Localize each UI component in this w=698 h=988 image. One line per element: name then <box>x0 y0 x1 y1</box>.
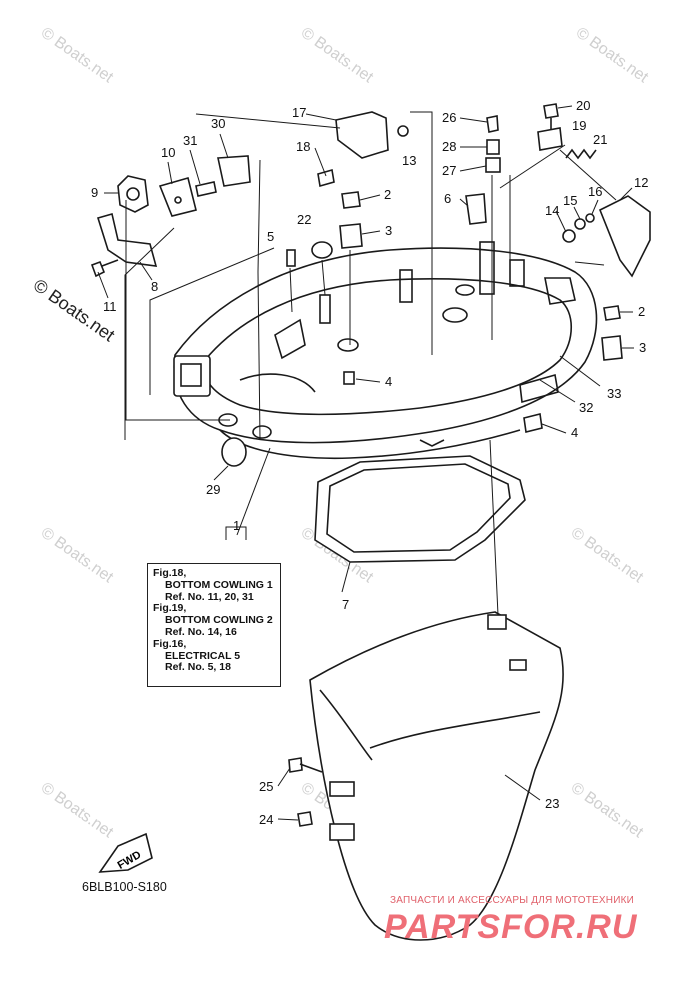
ref-line: Ref. No. 11, 20, 31 <box>165 590 254 603</box>
callout-6: 6 <box>444 191 451 206</box>
callout-30: 30 <box>211 116 225 131</box>
ref-line: Fig.19, <box>153 602 187 615</box>
callout-4: 4 <box>385 374 392 389</box>
callout-22: 22 <box>297 212 311 227</box>
callout-12: 12 <box>634 175 648 190</box>
callout-21: 21 <box>593 132 607 147</box>
callout-18: 18 <box>296 139 310 154</box>
callout-2-right: 2 <box>638 304 645 319</box>
small-parts <box>90 103 651 873</box>
ref-line: BOTTOM COWLING 1 <box>165 578 273 591</box>
seal <box>314 455 526 563</box>
callout-16: 16 <box>588 184 602 199</box>
callout-20: 20 <box>576 98 590 113</box>
callout-31: 31 <box>183 133 197 148</box>
callout-33: 33 <box>607 386 621 401</box>
site-logo[interactable]: PARTSFOR.RU <box>384 908 638 946</box>
callout-26: 26 <box>442 110 456 125</box>
bottom-cowling <box>173 241 598 460</box>
callout-28: 28 <box>442 139 456 154</box>
leader-lines <box>124 111 617 801</box>
fwd-label: FWD <box>116 849 144 872</box>
diagram-code: 6BLB100-S180 <box>82 880 167 894</box>
callout-13: 13 <box>402 153 416 168</box>
callout-3: 3 <box>385 223 392 238</box>
callout-29: 29 <box>206 482 220 497</box>
callout-10: 10 <box>161 145 175 160</box>
lower-cover <box>309 611 564 941</box>
callout-11: 11 <box>103 299 117 314</box>
site-tagline: ЗАПЧАСТИ И АКСЕССУАРЫ ДЛЯ МОТОТЕХНИКИ <box>390 895 635 906</box>
callout-19: 19 <box>572 118 586 133</box>
callout-23: 23 <box>545 796 559 811</box>
callout-27: 27 <box>442 163 456 178</box>
callout-4-right: 4 <box>571 425 578 440</box>
callout-3-right: 3 <box>639 340 646 355</box>
ref-line: Fig.18, <box>153 567 187 579</box>
ref-line: Ref. No. 14, 16 <box>165 625 237 638</box>
callout-25: 25 <box>259 779 273 794</box>
callout-7: 7 <box>342 597 349 612</box>
ref-line: Ref. No. 5, 18 <box>165 661 231 674</box>
callout-pointers <box>97 105 634 821</box>
callout-24: 24 <box>259 812 273 827</box>
ref-line: Fig.16, <box>153 637 187 650</box>
callout-5: 5 <box>267 229 274 244</box>
callout-15: 15 <box>563 193 577 208</box>
callout-9: 9 <box>91 185 98 200</box>
ref-line: BOTTOM COWLING 2 <box>165 614 273 627</box>
callout-8: 8 <box>151 279 158 294</box>
callout-32: 32 <box>579 400 593 415</box>
reference-note-box: Fig.18, BOTTOM COWLING 1 Ref. No. 11, 20… <box>147 563 281 687</box>
ref-line: ELECTRICAL 5 <box>165 649 241 662</box>
callout-1: 1 <box>233 518 240 533</box>
callout-14: 14 <box>545 203 559 218</box>
callout-labels: 1 2 3 4 5 6 7 8 9 10 11 12 13 14 15 16 1… <box>91 98 648 827</box>
callout-2: 2 <box>384 187 391 202</box>
callout-17: 17 <box>292 105 306 120</box>
